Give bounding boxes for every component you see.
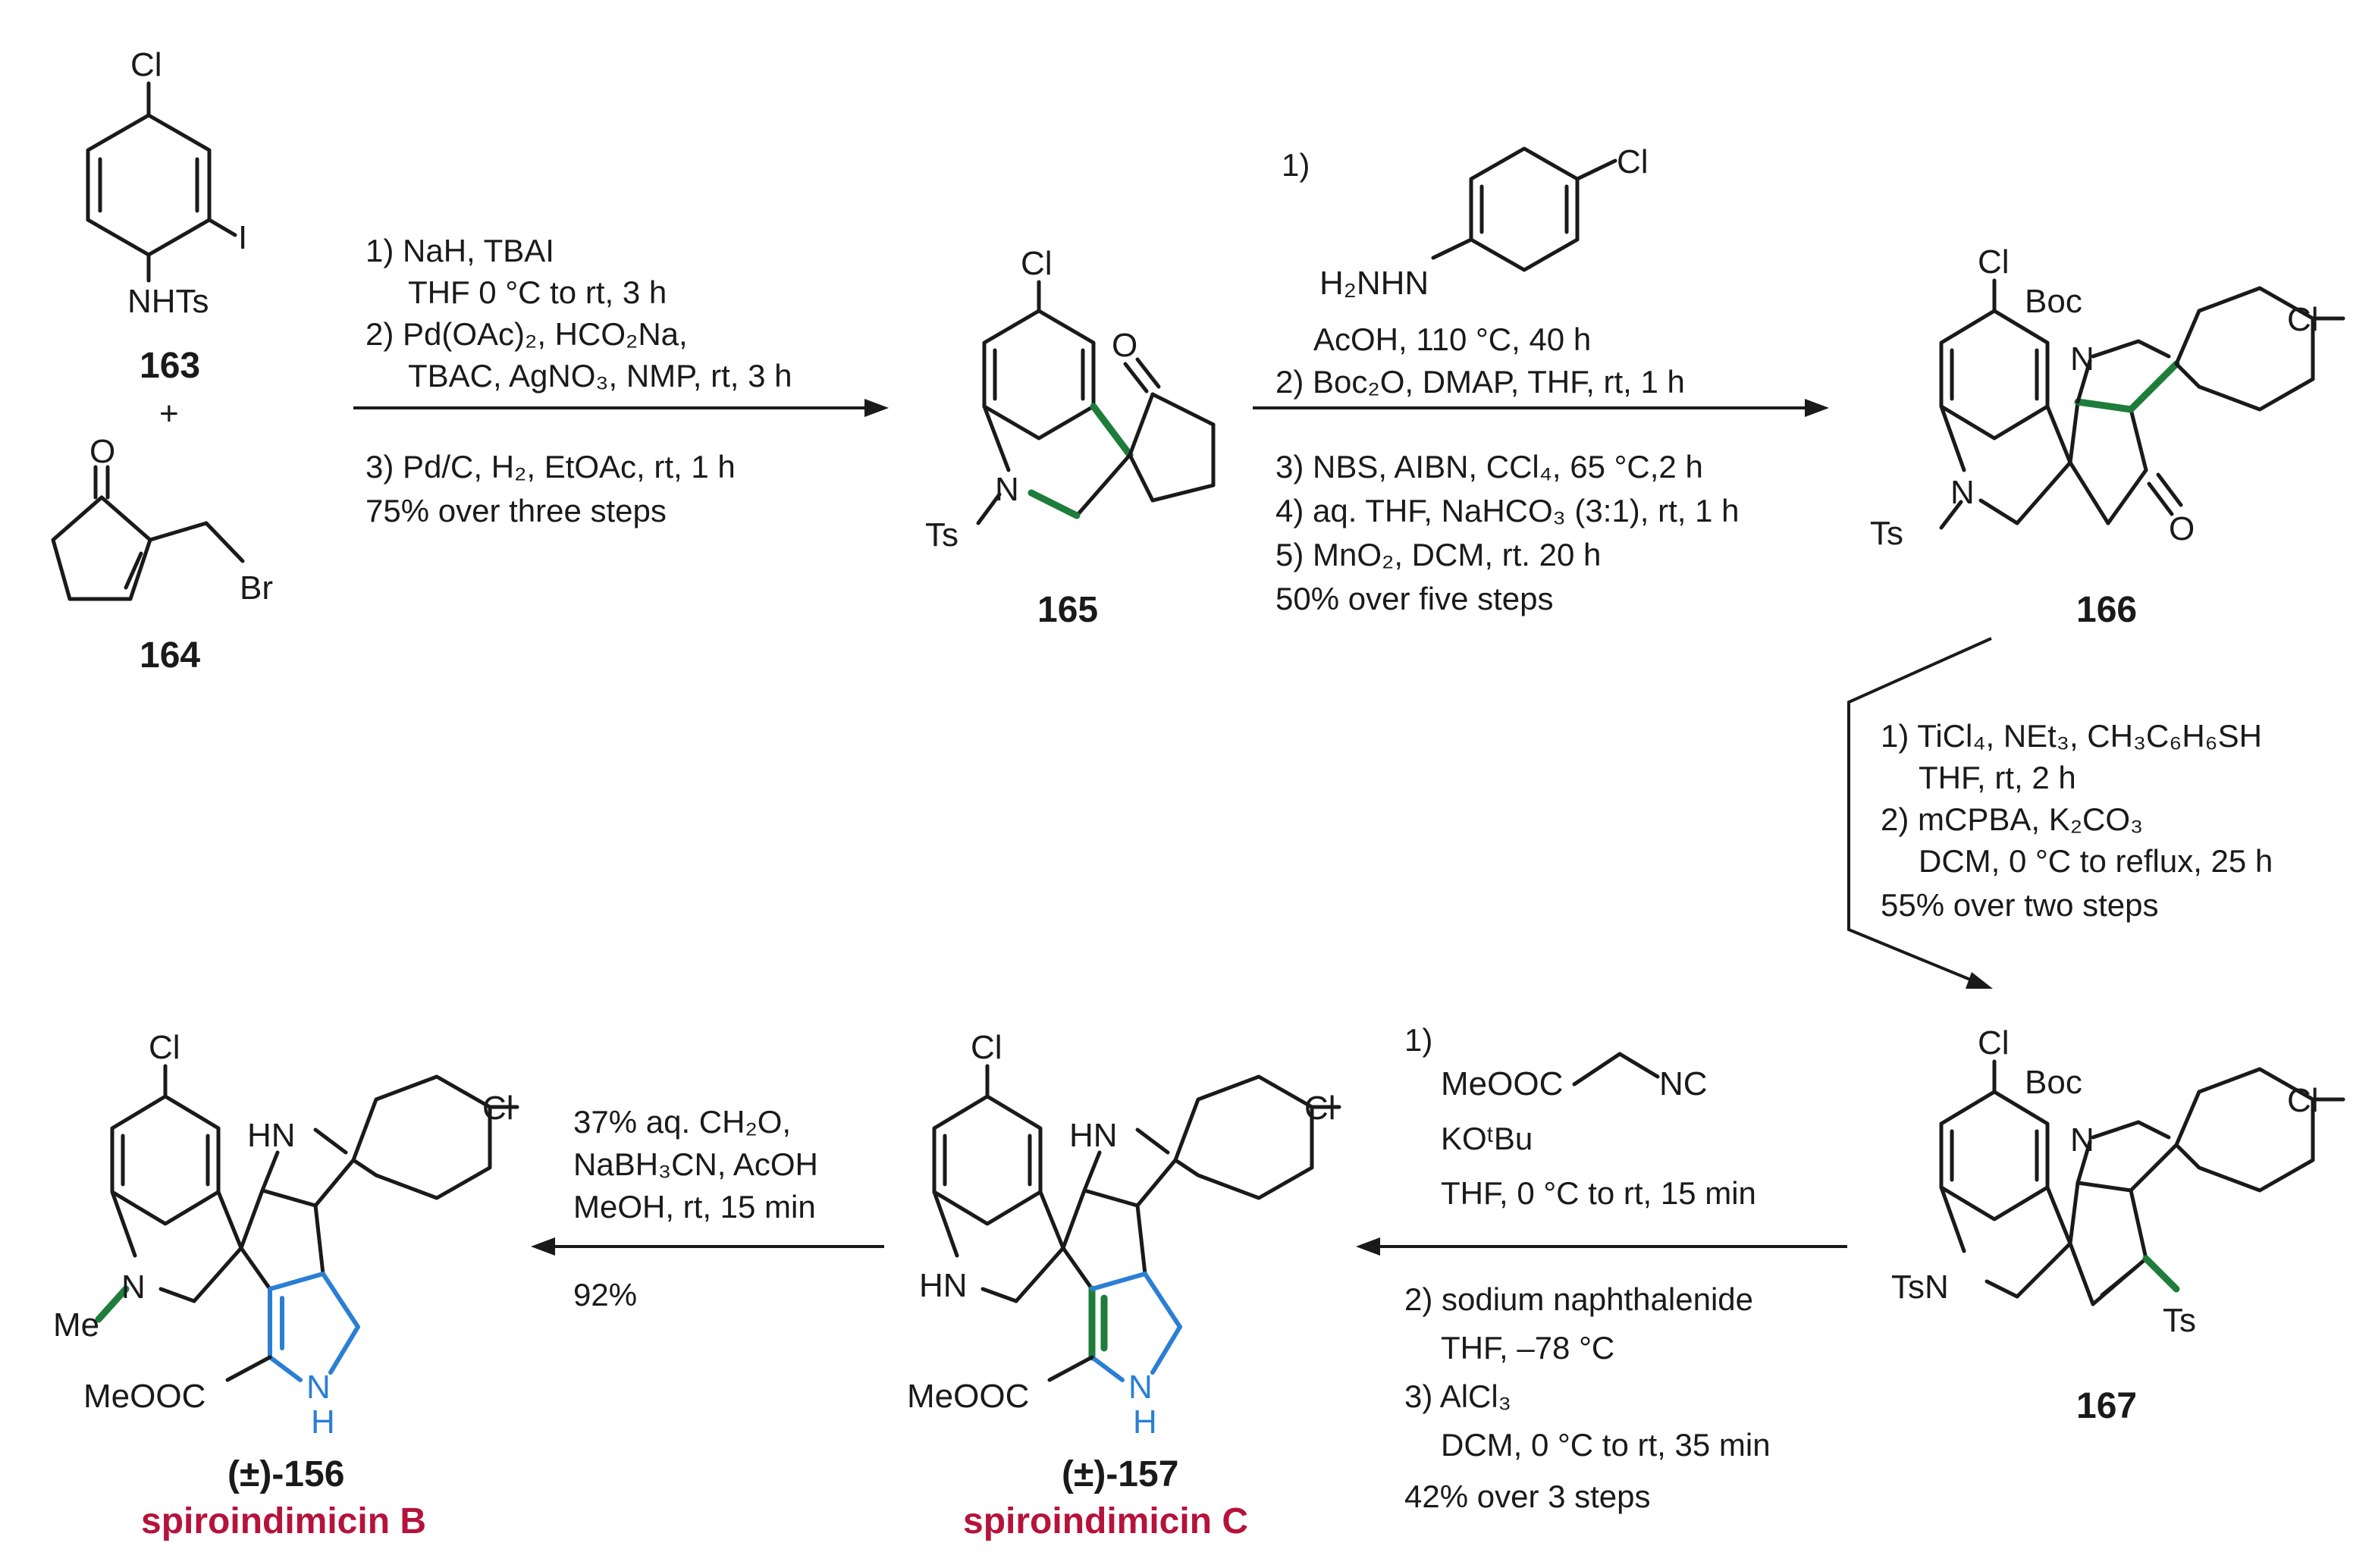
atom-meooc: MeOOC [907, 1378, 1029, 1415]
atom-cl: Cl [971, 1029, 1002, 1066]
atom-boc: Boc [2025, 1064, 2082, 1101]
step2-line1: AcOH, 110 °C, 40 h [1313, 321, 1591, 357]
step4-line3: 2) sodium naphthalenide [1404, 1281, 1753, 1317]
atom-cl-2: Cl [1304, 1090, 1336, 1127]
compound-label: 165 [1037, 590, 1098, 630]
step5-line2: NaBH₃CN, AcOH [573, 1146, 818, 1182]
atom-cl: Cl [130, 46, 162, 83]
step4-line4: THF, –78 °C [1441, 1330, 1614, 1366]
atom-n: N [995, 471, 1019, 508]
atom-i: I [238, 219, 247, 256]
step3-line4: DCM, 0 °C to reflux, 25 h [1919, 843, 2273, 879]
atom-cl: Cl [149, 1029, 180, 1066]
atom-h-pyrrole: H [311, 1403, 335, 1441]
atom-br: Br [240, 569, 273, 607]
atom-cl-2: Cl [482, 1090, 514, 1127]
compound-163: Cl I NHTs 163 [86, 46, 247, 386]
compound-label: (±)-156 [227, 1454, 344, 1494]
atom-ts: Ts [925, 516, 959, 554]
compound-label: 163 [140, 346, 200, 386]
step-5: 37% aq. CH₂O, NaBH₃CN, AcOH MeOH, rt, 15… [531, 1104, 884, 1312]
compound-165: Cl O N Ts 165 [925, 245, 1216, 630]
step1-line5: 3) Pd/C, H₂, EtOAc, rt, 1 h [366, 449, 736, 485]
reagent-hydrazine: H₂NHN [1319, 265, 1429, 302]
step1-line2: THF 0 °C to rt, 3 h [408, 274, 667, 310]
step5-line1: 37% aq. CH₂O, [573, 1104, 791, 1140]
step1-line4: TBAC, AgNO₃, NMP, rt, 3 h [408, 358, 792, 394]
step1-line3: 2) Pd(OAc)₂, HCO₂Na, [366, 316, 688, 352]
atom-ts: Ts [2163, 1302, 2196, 1339]
atom-hn-indole: HN [247, 1117, 296, 1154]
step4-line1: KOᵗBu [1441, 1121, 1533, 1156]
natural-product-name: spiroindimicin B [141, 1501, 426, 1541]
step1-line6: 75% over three steps [366, 493, 667, 528]
step3-line3: 2) mCPBA, K₂CO₃ [1881, 801, 2143, 837]
atom-me: Me [53, 1306, 99, 1344]
step4-line6: DCM, 0 °C to rt, 35 min [1441, 1427, 1771, 1463]
atom-ts: Ts [1870, 515, 1903, 552]
atom-n: N [121, 1269, 146, 1306]
step2-line6: 50% over five steps [1275, 581, 1554, 616]
reagent-cl: Cl [1617, 143, 1649, 180]
atom-tsn: TsN [1891, 1269, 1949, 1306]
step2-line3: 3) NBS, AIBN, CCl₄, 65 °C,2 h [1275, 449, 1703, 485]
atom-o: O [89, 433, 115, 470]
atom-n-pyrrole: N [306, 1369, 331, 1406]
atom-meooc: MeOOC [83, 1378, 206, 1415]
reagent-meooc: MeOOC [1441, 1065, 1563, 1102]
atom-boc: Boc [2025, 283, 2082, 320]
compound-label: 164 [140, 635, 200, 676]
compound-label: 167 [2076, 1386, 2137, 1426]
step5-line3: MeOH, rt, 15 min [573, 1189, 816, 1225]
atom-n-pyrrole: N [1128, 1369, 1153, 1406]
atom-h-pyrrole: H [1133, 1403, 1157, 1441]
atom-hn: HN [919, 1267, 968, 1304]
atom-cl: Cl [1978, 243, 2010, 281]
natural-product-name: spiroindimicin C [963, 1501, 1248, 1541]
atom-cl-2: Cl [2287, 301, 2319, 338]
atom-cl: Cl [1021, 245, 1053, 282]
compound-164: O Br 164 [51, 433, 273, 676]
step4-line2: THF, 0 °C to rt, 15 min [1441, 1175, 1756, 1211]
step2-line5: 5) MnO₂, DCM, rt. 20 h [1275, 537, 1601, 572]
plus-sign: + [159, 395, 179, 432]
step-4: 1) MeOOC NC KOᵗBu THF, 0 °C to rt, 15 mi… [1356, 1022, 1847, 1514]
atom-n: N [1950, 474, 1975, 511]
step4-line7: 42% over 3 steps [1404, 1479, 1651, 1514]
step3-line5: 55% over two steps [1881, 887, 2159, 923]
step4-line5: 3) AlCl₃ [1404, 1378, 1511, 1414]
step5-line4: 92% [573, 1277, 637, 1312]
atom-n-indole: N [2070, 1121, 2094, 1159]
compound-166: Cl Boc N Cl N Ts O 166 [1870, 243, 2345, 630]
step3-line2: THF, rt, 2 h [1919, 760, 2076, 795]
atom-cl: Cl [1978, 1024, 2010, 1062]
step1-line1: 1) NaH, TBAI [366, 233, 554, 268]
step-1: 1) NaH, TBAI THF 0 °C to rt, 3 h 2) Pd(O… [353, 233, 889, 528]
atom-o: O [2169, 510, 2195, 547]
compound-label: 166 [2076, 590, 2137, 630]
atom-n-indole: N [2070, 340, 2094, 378]
atom-o: O [1112, 327, 1137, 364]
compound-label: (±)-157 [1062, 1454, 1178, 1494]
compound-157: Cl HN Cl HN MeOOC N H (±)-157 spiroindim… [907, 1029, 1341, 1541]
atom-nhts: NHTs [127, 283, 209, 320]
step2-line2: 2) Boc₂O, DMAP, THF, rt, 1 h [1275, 364, 1685, 400]
step4-num: 1) [1404, 1022, 1432, 1058]
compound-167: Cl Boc N Cl TsN Ts 167 [1891, 1024, 2345, 1426]
atom-hn-indole: HN [1069, 1117, 1118, 1154]
step-3: 1) TiCl₄, NEt₃, CH₃C₆H₆SH THF, rt, 2 h 2… [1847, 637, 2273, 989]
reagent-nc: NC [1659, 1065, 1708, 1102]
step2-num: 1) [1282, 147, 1310, 183]
step-2: 1) Cl H₂NHN AcOH, 110 °C, 40 h 2) Boc₂O,… [1253, 143, 1829, 616]
atom-cl-2: Cl [2287, 1082, 2319, 1119]
compound-156: Cl HN Cl N Me MeOOC N H (±)-156 spiroind… [53, 1029, 519, 1541]
step2-line4: 4) aq. THF, NaHCO₃ (3:1), rt, 1 h [1275, 493, 1740, 528]
step3-line1: 1) TiCl₄, NEt₃, CH₃C₆H₆SH [1881, 718, 2262, 754]
